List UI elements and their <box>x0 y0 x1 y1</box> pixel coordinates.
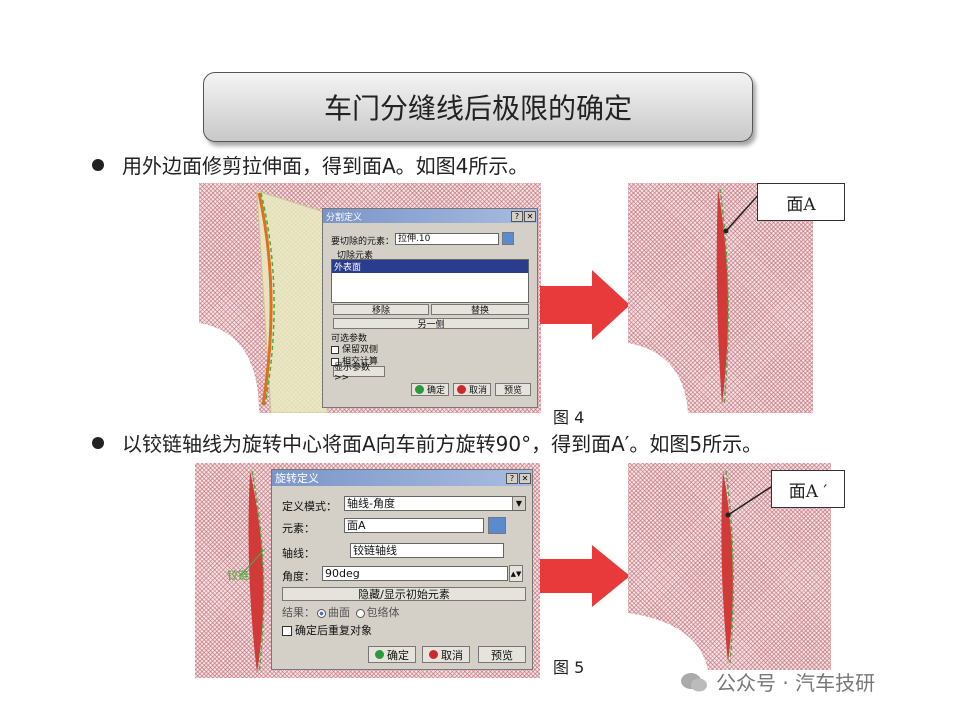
rotate-definition-dialog: 旋转定义 ?✕ 定义模式： 轴线-角度▼ 元素： 面A 轴线： 铰链轴线 角度：… <box>271 469 533 670</box>
keep-both-checkbox[interactable]: 保留双侧 <box>331 342 378 355</box>
close-button[interactable]: ✕ <box>524 210 536 222</box>
rotate-dialog-titlebar: 旋转定义 ?✕ <box>272 470 532 486</box>
wechat-icon <box>681 672 707 691</box>
mode-label: 定义模式： <box>282 500 337 513</box>
bullet-dot <box>92 436 104 449</box>
ok-button[interactable]: 确定 <box>411 383 449 396</box>
fig5-left-geometry <box>240 470 266 674</box>
result-row: 结果：曲面 包络体 <box>282 606 400 619</box>
angle-label: 角度： <box>282 570 315 583</box>
element-label: 元素： <box>282 522 315 535</box>
bullet-2: 以铰链轴线为旋转中心将面A向车前方旋转90°，得到面A′。如图5所示。 <box>92 428 762 457</box>
arrow-right-icon <box>540 270 630 340</box>
radio-volume[interactable] <box>355 608 365 618</box>
cutting-elements-list[interactable]: 外表面 <box>331 259 529 303</box>
hinge-label: 铰链 <box>227 569 249 582</box>
mode-select[interactable]: 轴线-角度▼ <box>344 496 526 511</box>
close-button[interactable]: ✕ <box>519 472 531 484</box>
other-side-button[interactable]: 另一侧 <box>333 318 529 330</box>
ok-icon <box>414 385 424 394</box>
show-params-button[interactable]: 显示参数 >> <box>333 363 385 383</box>
radio-surface[interactable] <box>317 608 326 618</box>
fig5-label: 图 5 <box>553 658 585 677</box>
cut-element-label: 要切除的元素： <box>331 237 395 247</box>
fig4-right-viewport <box>628 183 813 413</box>
angle-stepper[interactable]: ▲▼ <box>509 565 523 582</box>
watermark: 公众号 · 汽车技研 <box>680 667 875 696</box>
axis-field[interactable]: 铰链轴线 <box>350 543 504 558</box>
remove-button[interactable]: 移除 <box>333 304 429 316</box>
bullet-dot <box>92 158 104 171</box>
repeat-checkbox[interactable]: 确定后重复对象 <box>282 622 372 638</box>
watermark-text: 公众号 · 汽车技研 <box>716 671 876 695</box>
cancel-button[interactable]: 取消 <box>453 383 491 396</box>
element-field[interactable]: 面A <box>344 518 484 533</box>
list-item[interactable]: 外表面 <box>332 260 528 273</box>
preview-button[interactable]: 预览 <box>495 383 531 396</box>
globe-icon[interactable] <box>488 517 506 534</box>
ok-button[interactable]: 确定 <box>368 646 416 663</box>
cut-element-field[interactable]: 拉伸.10 <box>395 233 499 245</box>
bullet-1: 用外边面修剪拉伸面，得到面A。如图4所示。 <box>92 150 528 179</box>
face-a-prime-geometry <box>628 470 775 670</box>
cancel-icon <box>429 650 438 659</box>
axis-label: 轴线： <box>282 547 315 560</box>
slide-title: 车门分缝线后极限的确定 <box>323 92 632 125</box>
split-dialog-titlebar: 分割定义 ?✕ <box>323 209 537 223</box>
bullet-2-text: 以铰链轴线为旋转中心将面A向车前方旋转90°，得到面A′。如图5所示。 <box>122 432 763 456</box>
hide-show-initial-button[interactable]: 隐藏/显示初始元素 <box>282 587 526 601</box>
cancel-icon <box>456 385 466 394</box>
fig4-label: 图 4 <box>553 408 585 427</box>
replace-button[interactable]: 替换 <box>431 304 529 316</box>
callout-face-a-prime: 面A ′ <box>771 470 845 508</box>
help-button[interactable]: ? <box>506 472 518 484</box>
rotate-dialog-title: 旋转定义 <box>275 472 319 485</box>
preview-button[interactable]: 预览 <box>478 646 526 663</box>
globe-icon[interactable] <box>502 232 514 245</box>
split-definition-dialog: 分割定义 ?✕ 要切除的元素： 拉伸.10 切除元素 外表面 移除 替换 另一侧… <box>322 208 538 408</box>
arrow-right-icon <box>540 545 630 607</box>
angle-field[interactable]: 90deg <box>322 566 508 581</box>
ok-icon <box>375 650 384 659</box>
callout-face-a: 面A <box>757 183 845 221</box>
bullet-1-text: 用外边面修剪拉伸面，得到面A。如图4所示。 <box>122 154 529 178</box>
cancel-button[interactable]: 取消 <box>422 646 470 663</box>
optional-params-label: 可选参数 <box>331 334 368 344</box>
fig5-right-viewport <box>628 463 831 670</box>
chevron-down-icon[interactable]: ▼ <box>512 497 525 510</box>
help-button[interactable]: ? <box>511 210 523 222</box>
intersection-checkbox[interactable]: 相交计算 <box>331 354 378 367</box>
fig4-left-geometry <box>199 190 328 413</box>
cutting-elements-label: 切除元素 <box>337 251 374 261</box>
face-a-geometry <box>628 188 761 413</box>
slide-title-box: 车门分缝线后极限的确定 <box>203 72 753 142</box>
split-dialog-title: 分割定义 <box>326 212 363 223</box>
